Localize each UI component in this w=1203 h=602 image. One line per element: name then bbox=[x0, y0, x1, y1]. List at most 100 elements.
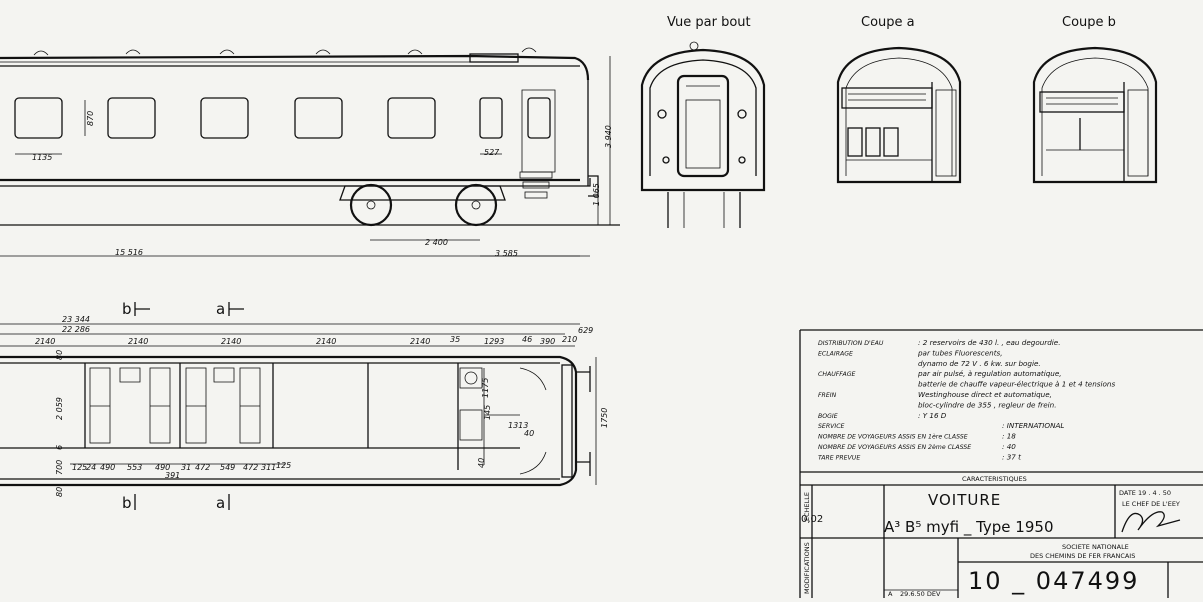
dim-end-c: 46 bbox=[522, 335, 532, 344]
spec-value: par air pulsé, à regulation automatique, bbox=[917, 369, 1062, 378]
signature-mark bbox=[1121, 511, 1181, 533]
cross-section-views: Vue par bout Coupe a Coupe b bbox=[640, 15, 1158, 228]
dim-end-f: 629 bbox=[578, 326, 593, 335]
dim-wc-b: 1313 bbox=[508, 421, 528, 430]
dim-end-b: 1293 bbox=[484, 337, 504, 346]
dim-bottom-9: 311 bbox=[261, 463, 276, 472]
title-section-a: Coupe a bbox=[861, 15, 915, 30]
title-section-b: Coupe b bbox=[1062, 15, 1116, 30]
dim-length-body: 22 286 bbox=[62, 325, 90, 334]
dim-bottom-extra: 391 bbox=[165, 471, 180, 480]
section-a-drawing bbox=[836, 46, 962, 184]
spec-value: par tubes Fluorescents, bbox=[917, 348, 1003, 357]
dim-height-total: 3 940 bbox=[604, 125, 613, 148]
section-marker-a-bottom: a bbox=[216, 494, 225, 512]
drawing-number: 10 _ 047499 bbox=[968, 567, 1139, 595]
spec-value: bloc-cylindre de 355 , regleur de frein. bbox=[918, 400, 1057, 409]
bottom-dim-chain: 125 24 490 553 490 31 472 549 472 311 12… bbox=[72, 461, 291, 480]
bogie-wheels bbox=[349, 183, 498, 227]
dim-compartment-4: 2140 bbox=[316, 337, 336, 346]
drawing-title: VOITURE bbox=[928, 491, 1001, 509]
side-elevation: 870 1135 527 3 940 1 065 2 400 15 516 3 … bbox=[0, 47, 620, 258]
dim-window-height: 870 bbox=[86, 111, 95, 126]
drawing-subtitle: A³ B⁵ myfi _ Type 1950 bbox=[884, 518, 1053, 537]
dim-end-d: 390 bbox=[540, 337, 555, 346]
dim-bottom-10: 125 bbox=[276, 461, 291, 470]
dim-corr-a: 80 bbox=[55, 350, 64, 360]
compartment-partitions bbox=[84, 363, 459, 470]
revision-text: 29.6.50 DEV bbox=[900, 590, 941, 598]
dim-corr-c: 700 bbox=[55, 460, 64, 475]
dim-bogie-to-end: 3 585 bbox=[495, 249, 518, 258]
side-windows bbox=[14, 89, 556, 173]
dim-bottom-4: 490 bbox=[155, 463, 170, 472]
modifications-label: MODIFICATIONS bbox=[803, 542, 811, 594]
section-marker-a-top: a bbox=[216, 300, 225, 318]
spec-value: : 18 bbox=[1002, 432, 1016, 441]
spec-value: Westinghouse direct et automatique, bbox=[918, 390, 1052, 399]
section-marker-b-bottom: b bbox=[122, 494, 132, 512]
spec-value: : INTERNATIONAL bbox=[1002, 421, 1064, 430]
dim-width-plan: 1750 bbox=[600, 408, 609, 428]
plan-view: b a b a 23 344 22 286 2140 2140 2140 214… bbox=[0, 300, 609, 512]
date-field: DATE 19 . 4 . 50 bbox=[1119, 489, 1171, 497]
spec-label: TARE PREVUE bbox=[818, 454, 860, 461]
dim-wc-d: 145 bbox=[483, 405, 492, 420]
title-block: ECHELLE 0,02 MODIFICATIONS VOITURE A³ B⁵… bbox=[800, 485, 1203, 598]
dim-window-width: 1135 bbox=[32, 153, 52, 162]
dim-bottom-7: 549 bbox=[220, 463, 235, 472]
end-view-drawing bbox=[640, 41, 766, 228]
dim-overall-length: 15 516 bbox=[115, 248, 143, 257]
buffers bbox=[576, 366, 591, 476]
spec-label: NOMBRE DE VOYAGEURS ASSIS EN 2ème CLASSE bbox=[818, 443, 971, 451]
spec-label: FREIN bbox=[818, 392, 837, 399]
spec-rows: DISTRIBUTION D'EAU : 2 reservoirs de 430 … bbox=[818, 338, 1115, 461]
revision-letter: A bbox=[888, 590, 893, 598]
dim-bottom-3: 553 bbox=[127, 463, 142, 472]
dim-compartment-3: 2140 bbox=[221, 337, 241, 346]
characteristics-heading: CARACTERISTIQUES bbox=[962, 475, 1027, 483]
dim-end-e: 210 bbox=[562, 335, 577, 344]
spec-value: : 40 bbox=[1002, 442, 1016, 451]
specifications-table: DISTRIBUTION D'EAU : 2 reservoirs de 430 … bbox=[799, 329, 1203, 598]
company-line-1: SOCIETE NATIONALE bbox=[1062, 543, 1129, 551]
dim-bottom-0: 125 bbox=[72, 463, 87, 472]
spec-value: : 2 reservoirs de 430 l. , eau degourdie… bbox=[918, 338, 1061, 347]
scale-value: 0,02 bbox=[801, 514, 823, 525]
spec-value: : 37 t bbox=[1002, 452, 1022, 461]
toilet-vestibule bbox=[459, 364, 573, 478]
spec-value: : Y 16 D bbox=[918, 411, 947, 420]
spec-value: batterie de chauffe vapeur-électrique à … bbox=[918, 380, 1115, 389]
dim-bottom-8: 472 bbox=[243, 463, 258, 472]
company-line-2: DES CHEMINS DE FER FRANCAIS bbox=[1030, 552, 1135, 560]
dim-bottom-6: 472 bbox=[195, 463, 210, 472]
dim-floor-height: 1 065 bbox=[592, 183, 601, 206]
spec-label: SERVICE bbox=[818, 423, 845, 430]
dim-bottom-2: 490 bbox=[100, 463, 115, 472]
seats bbox=[89, 367, 261, 444]
dim-wc-e: 40 bbox=[477, 458, 486, 468]
dim-compartment-2: 2140 bbox=[128, 337, 148, 346]
section-b-drawing bbox=[1032, 46, 1158, 184]
dim-compartment-1: 2140 bbox=[35, 337, 55, 346]
spec-label: NOMBRE DE VOYAGEURS ASSIS EN 1ère CLASSE bbox=[818, 433, 968, 441]
section-marker-b-top: b bbox=[122, 300, 132, 318]
dim-bottom-5: 31 bbox=[181, 463, 191, 472]
spec-label: ECLAIRAGE bbox=[818, 350, 853, 357]
dim-corr-d: 80 bbox=[55, 487, 64, 497]
scale-label: ECHELLE bbox=[803, 492, 811, 521]
title-end-view: Vue par bout bbox=[667, 15, 751, 30]
dim-bottom-1: 24 bbox=[86, 463, 96, 472]
dim-seat-width: 2 059 bbox=[55, 397, 64, 420]
dim-wc-a: 1175 bbox=[481, 378, 490, 398]
chief-field: LE CHEF DE L'EEY bbox=[1122, 500, 1180, 508]
dim-wc-c: 40 bbox=[524, 429, 534, 438]
spec-label: CHAUFFAGE bbox=[818, 371, 856, 378]
spec-label: DISTRIBUTION D'EAU bbox=[818, 340, 884, 347]
dim-door-window: 527 bbox=[484, 148, 500, 157]
dim-corr-b: 6 bbox=[55, 445, 64, 450]
dim-end-a: 35 bbox=[450, 335, 460, 344]
dim-compartment-5: 2140 bbox=[410, 337, 430, 346]
spec-value: dynamo de 72 V . 6 kw. sur bogie. bbox=[918, 359, 1041, 368]
